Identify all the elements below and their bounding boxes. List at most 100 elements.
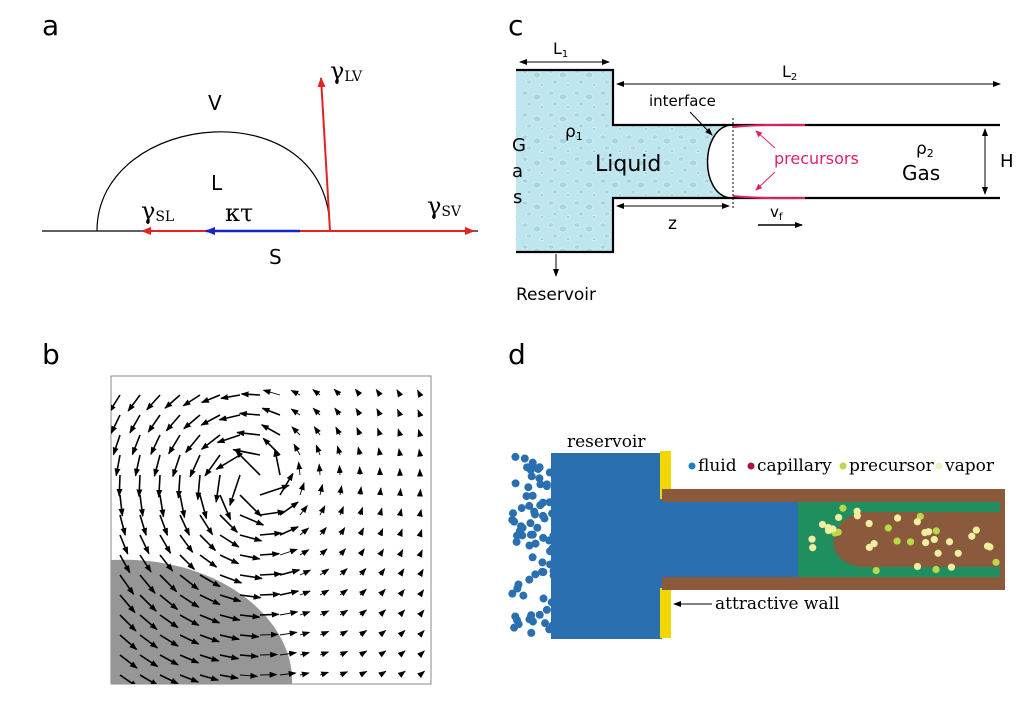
solid-label: S: [269, 245, 282, 269]
vapor-particle: [933, 527, 940, 534]
legend-capillary-dot: [748, 463, 755, 470]
gas-particle: [540, 595, 548, 603]
rho2-label: ρ2: [916, 139, 934, 160]
velocity-arrow: [139, 475, 140, 496]
capillary-bottom-wall: [662, 577, 1005, 590]
gas-particle: [538, 558, 546, 566]
vapor-particle: [854, 512, 861, 519]
gas-particle: [538, 568, 546, 576]
vapor-particle: [894, 514, 901, 521]
velocity-arrow: [260, 634, 278, 635]
panel-a: a V L S γLV γSL κτ γSV: [42, 9, 478, 269]
gas-particle: [529, 492, 537, 500]
gas-particle: [526, 615, 534, 623]
vapor-particle: [992, 559, 999, 566]
gas-particle: [539, 534, 547, 542]
panel-d-letter: d: [508, 338, 526, 371]
vapor-particle: [829, 525, 836, 532]
gas-particle: [536, 611, 544, 619]
gas-particle: [530, 508, 538, 516]
gas-particle: [543, 606, 551, 614]
gas-particle: [513, 584, 521, 592]
gas-left-a: a: [512, 161, 523, 182]
gas-particle: [525, 542, 533, 550]
gas-particle: [525, 576, 533, 584]
vapor-particle: [946, 538, 953, 545]
vapor-particle: [873, 567, 880, 574]
gas-particle: [513, 538, 521, 546]
reservoir-gas-particles: [508, 453, 557, 637]
vapor-label: V: [208, 91, 222, 115]
legend-fluid-label: fluid: [698, 456, 737, 476]
vapor-particle: [914, 563, 921, 570]
channel-fluid: [662, 502, 802, 577]
vapor-particle: [932, 566, 939, 573]
vapor-particle: [968, 533, 975, 540]
vapor-particle: [835, 514, 842, 521]
gas-particle: [527, 629, 535, 637]
kappa-tau-label: κτ: [225, 199, 253, 227]
reservoir-label: Reservoir: [516, 285, 596, 305]
vapor-particle: [914, 518, 921, 525]
vapor-particle: [894, 537, 901, 544]
reservoir-caption: reservoir: [567, 432, 646, 452]
legend-vapor-label: vapor: [944, 456, 995, 476]
vapor-particle: [934, 550, 941, 557]
gas-particle: [539, 512, 547, 520]
vapor-particle: [984, 543, 991, 550]
velocity-arrow: [242, 394, 260, 395]
gas-particle: [521, 454, 529, 462]
h-label: H: [1000, 151, 1014, 172]
gamma-lv-arrow: [321, 78, 330, 231]
legend-precursor-label: precursor: [849, 456, 935, 476]
vapor-particle: [808, 536, 815, 543]
gas-particle: [518, 504, 526, 512]
vapor-particle: [931, 536, 938, 543]
vapor-particle: [809, 544, 816, 551]
interface-label: interface: [649, 92, 716, 110]
panel-c-letter: c: [508, 9, 523, 42]
gas-particle: [543, 482, 551, 490]
particle-legend: fluid capillary precursor vapor: [689, 456, 995, 476]
attractive-wall-label: attractive wall: [715, 594, 839, 614]
z-label: z: [668, 214, 677, 234]
gas-particle: [526, 519, 534, 527]
panel-b-letter: b: [42, 338, 60, 371]
gas-particle: [527, 531, 535, 539]
gas-left-s: s: [513, 187, 522, 208]
velocity-arrow: [260, 594, 280, 595]
gamma-sv-label: γSV: [427, 192, 462, 220]
vapor-particle: [866, 520, 873, 527]
gas-left-g: G: [512, 135, 526, 156]
vapor-particle: [885, 524, 892, 531]
l2-label: L2: [782, 62, 797, 83]
gas-particle: [519, 592, 527, 600]
gas-particle: [524, 483, 532, 491]
panel-a-letter: a: [42, 9, 59, 42]
gas-right-label: Gas: [902, 161, 940, 185]
gas-particle: [534, 465, 542, 473]
legend-fluid-dot: [689, 463, 696, 470]
gas-particle: [512, 479, 520, 487]
l1-label: L1: [553, 39, 568, 60]
gas-particle: [519, 524, 527, 532]
gas-particle: [511, 453, 519, 461]
gas-particle: [515, 620, 523, 628]
gas-particle: [526, 463, 534, 471]
gamma-sl-label: γSL: [141, 197, 174, 225]
panel-b: b: [42, 338, 431, 687]
liquid-label: Liquid: [595, 152, 661, 177]
gas-particle: [533, 524, 541, 532]
precursor-pointer-top: [756, 131, 775, 148]
vapor-particle: [866, 544, 873, 551]
legend-capillary-label: capillary: [757, 456, 832, 476]
vapor-particle: [973, 526, 980, 533]
vapor-particle: [922, 539, 929, 546]
vf-label: vf: [770, 203, 783, 223]
precursor-pointer-bottom: [756, 172, 775, 190]
velocity-arrow: [119, 475, 120, 496]
gas-particle: [528, 472, 536, 480]
liquid-label: L: [211, 171, 223, 195]
gas-particle: [531, 570, 539, 578]
